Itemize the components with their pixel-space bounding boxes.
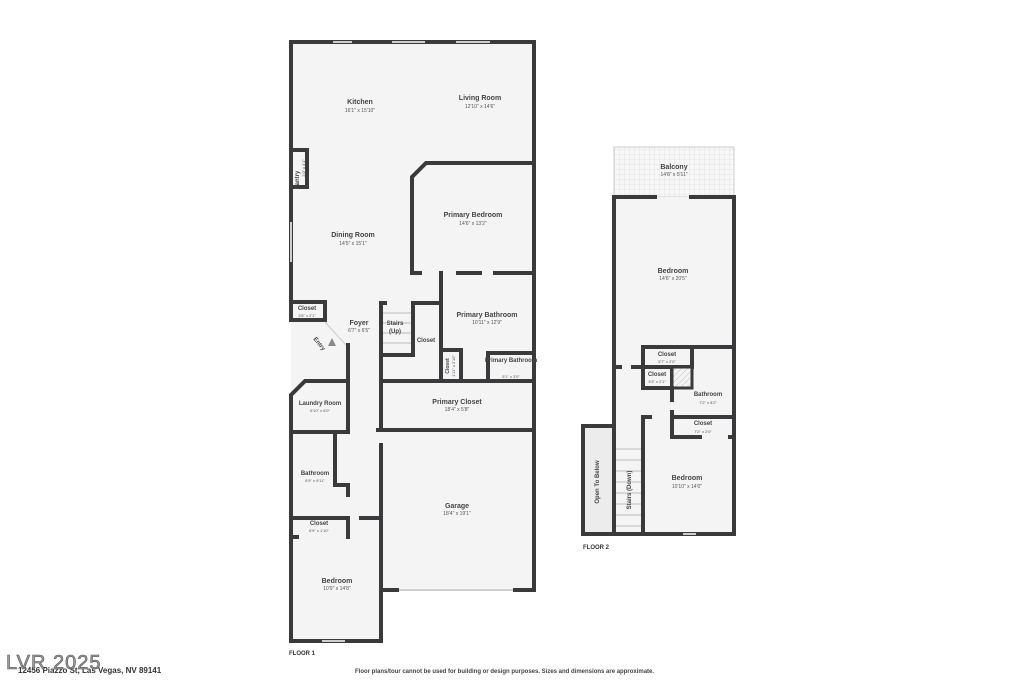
room-dimensions: 10'10" x 14'0": [672, 484, 702, 490]
room-label: Stairs: [387, 321, 404, 327]
room-dimensions: 2'0" x 4'1": [301, 159, 306, 177]
entry-arrow-icon: [328, 338, 336, 346]
room-dimensions: 5'7" x 2'0": [658, 359, 676, 364]
floor-1: [289, 40, 536, 643]
room-label: Primary Closet: [432, 399, 482, 406]
room-label: Bathroom: [694, 392, 722, 398]
floor-2-label: FLOOR 2: [583, 545, 610, 551]
room-label: Bedroom: [658, 268, 689, 275]
room-dimensions: (Up): [389, 329, 401, 335]
room-dimensions: 10'9" x 14'8": [323, 586, 351, 592]
room-dimensions: 10'11" x 12'9": [472, 320, 502, 326]
room-dimensions: 14'6" x 20'5": [659, 276, 687, 282]
room-dimensions: 6'7" x 6'5": [348, 328, 370, 334]
stairs-down-treads: [616, 448, 641, 527]
room-dimensions: 16'1" x 15'10": [345, 108, 375, 114]
room-label: Closet: [417, 338, 435, 344]
room-label: Primary Bathroom: [456, 312, 517, 319]
floor-2: [581, 146, 736, 536]
property-address: 12456 Piazzo St, Las Vegas, NV 89141: [18, 666, 162, 675]
room-dimensions: 18'4" x 19'1": [443, 511, 471, 517]
floor-2-labels: Balcony 14'8" x 5'11" Bedroom 14'6" x 20…: [583, 164, 722, 551]
room-label: Living Room: [459, 95, 501, 102]
room-label: Closet: [445, 358, 451, 374]
room-label: Laundry Room: [299, 401, 341, 407]
floor-1-label: FLOOR 1: [289, 651, 316, 657]
room-dimensions: 5'1" x 3'0": [502, 374, 520, 379]
room-dimensions: 7'2" x 2'0": [694, 429, 712, 434]
stairs-up-treads: [383, 312, 411, 344]
room-dimensions: 3'8" x 2'1": [298, 313, 316, 318]
room-label: Garage: [445, 503, 469, 510]
room-dimensions: 3'3" x 2'1": [648, 379, 666, 384]
room-dimensions: 14'8" x 5'11": [660, 172, 687, 178]
room-dimensions: 6'9" x 9'11": [305, 478, 325, 483]
room-label: Dining Room: [331, 232, 375, 239]
room-label: Closet: [648, 372, 666, 378]
room-label: Primary Bathroom: [485, 358, 537, 364]
disclaimer-note: Floor plans/tour cannot be used for buil…: [355, 669, 655, 675]
room-dimensions: 14'5" x 15'1": [339, 241, 367, 247]
room-dimensions: 1'11" x 2'10": [451, 355, 456, 377]
room-dimensions: 18'4" x 5'8": [445, 407, 470, 413]
balcony-area: [613, 146, 735, 198]
room-label: Closet: [298, 306, 316, 312]
room-dimensions: 6'10" x 6'0": [310, 408, 330, 413]
room-label: Balcony: [660, 164, 687, 171]
room-label: Bedroom: [322, 578, 353, 585]
room-label: Stairs (Down): [627, 471, 633, 510]
watermark-logo: LVR 2025: [6, 652, 102, 675]
room-label: Bathroom: [301, 471, 329, 477]
room-label: Closet: [658, 352, 676, 358]
room-label: Kitchen: [347, 99, 373, 106]
room-dimensions: 14'6" x 13'2": [459, 221, 487, 227]
room-dimensions: 6'9" x 1'10": [309, 528, 329, 533]
room-dimensions: 7'2" x 8'2": [699, 400, 717, 405]
room-label: Closet: [310, 521, 328, 527]
room-label: Primary Bedroom: [444, 212, 503, 219]
room-label: Foyer: [349, 320, 368, 327]
room-label: Bedroom: [672, 475, 703, 482]
room-label: Closet: [694, 421, 712, 427]
room-dimensions: 12'10" x 14'6": [465, 104, 495, 110]
room-label: Open To Below: [595, 460, 601, 504]
room-label: Pantry: [295, 170, 301, 189]
utility-chase: [670, 365, 694, 390]
